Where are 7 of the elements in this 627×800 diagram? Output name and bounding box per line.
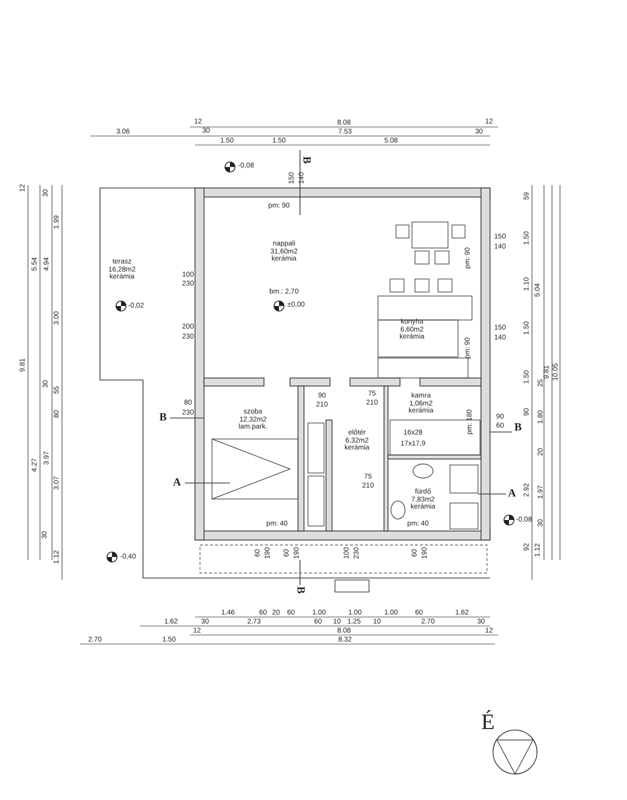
section-letter: B xyxy=(159,412,167,424)
section-letter: A xyxy=(173,478,181,488)
north-letter: É xyxy=(481,711,495,733)
section-letter: B xyxy=(294,586,306,594)
section-letter: B xyxy=(514,422,522,434)
section-letter: A xyxy=(508,488,516,500)
section-letter: B xyxy=(300,156,312,164)
